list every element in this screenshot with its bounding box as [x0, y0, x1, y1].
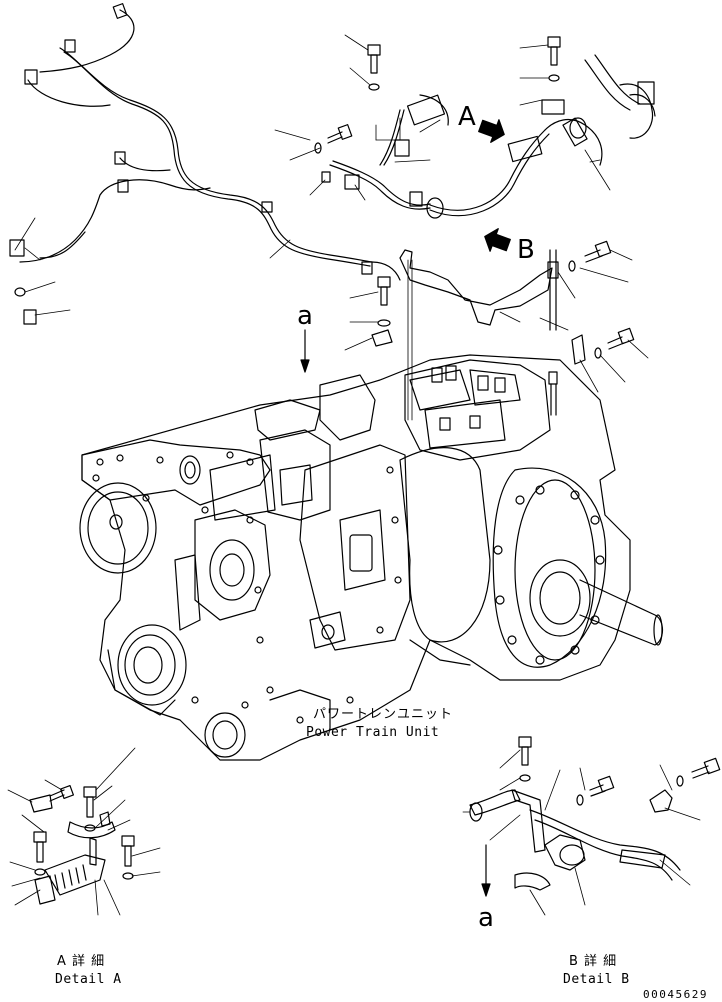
- leader-lines: [14, 34, 649, 421]
- view-a-label: A: [458, 102, 476, 132]
- detail-a-label-en: Detail A: [55, 972, 122, 987]
- view-arrows: [300, 119, 511, 373]
- detail-a-drawing: [7, 747, 161, 916]
- part-number: 00045629: [643, 988, 708, 1001]
- detail-b-drawing: [462, 736, 721, 916]
- detail-b-label-en: Detail B: [563, 972, 630, 987]
- power-train-unit-label-en: Power Train Unit: [306, 725, 440, 740]
- mounting-bracket: [399, 249, 559, 331]
- marker-a-top: a: [297, 301, 313, 331]
- detail-b-label-jp: B 詳 細: [569, 954, 618, 969]
- detail-a-label-jp: A 詳 細: [57, 954, 106, 969]
- power-train-unit-label-jp: パワートレンユニット: [313, 707, 454, 722]
- wiring-harness: [9, 3, 656, 281]
- bolts-and-washers: [14, 36, 635, 416]
- marker-a-bottom: a: [478, 903, 494, 933]
- power-train-unit: [79, 354, 664, 761]
- view-b-label: B: [517, 235, 535, 265]
